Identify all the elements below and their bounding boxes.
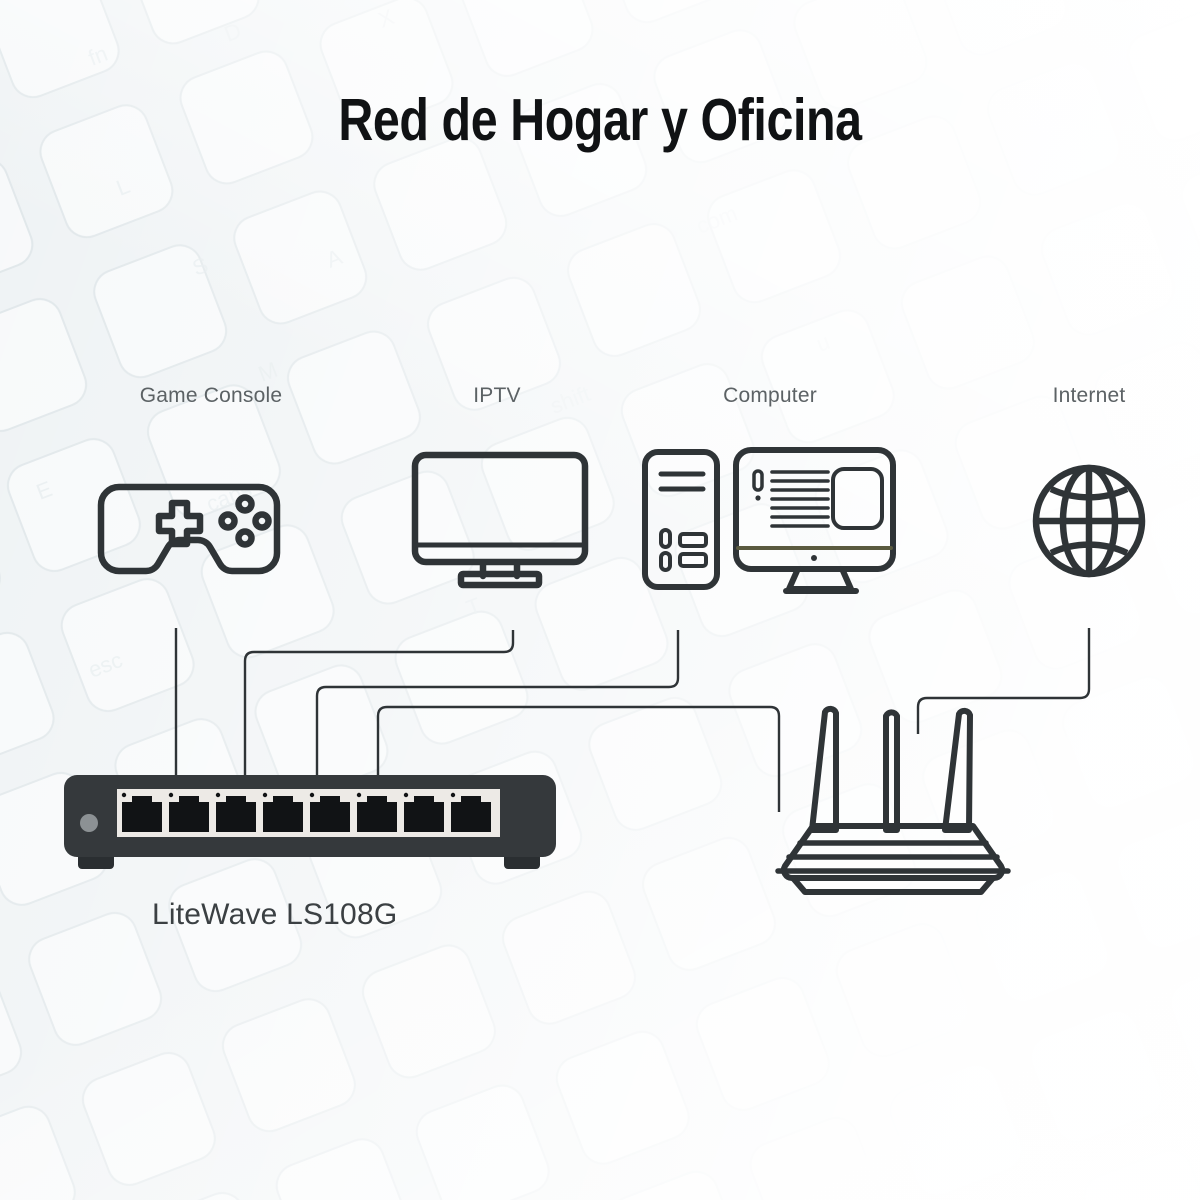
gamepad-button-top	[235, 494, 255, 514]
screen-dot	[755, 495, 761, 501]
tv-base	[457, 570, 543, 589]
router-vents	[775, 840, 1011, 874]
device-label-switch: LiteWave LS108G	[152, 898, 398, 931]
desktop-computer-icon	[642, 447, 896, 594]
tv-screen	[411, 451, 589, 566]
link-computer-to-switch	[315, 630, 680, 775]
switch-status-led	[80, 814, 98, 832]
switch-port[interactable]	[450, 792, 491, 832]
tower-vents	[658, 471, 706, 492]
tower-drive-1	[678, 532, 708, 548]
router-antenna-left	[809, 705, 839, 833]
television-icon	[411, 451, 589, 589]
monitor-power-dot	[811, 555, 817, 561]
switch-port[interactable]	[262, 792, 303, 832]
node-label-internet: Internet	[1052, 384, 1126, 407]
switch-port[interactable]	[309, 792, 350, 832]
switch-ports	[121, 792, 491, 832]
monitor-frame	[733, 447, 896, 572]
globe-latitude-lower	[1049, 541, 1129, 556]
screen-indicator	[752, 469, 764, 492]
gamepad-button-left	[218, 511, 238, 531]
globe-meridian-ellipse	[1059, 464, 1119, 578]
wireless-router-icon	[775, 705, 1011, 895]
link-internet-to-router	[916, 628, 1091, 734]
globe-icon	[1032, 464, 1146, 578]
switch-port[interactable]	[356, 792, 397, 832]
gamepad-button-bottom	[235, 528, 255, 548]
page-title: Red de Hogar y Oficina	[338, 87, 862, 153]
tower-indicator-2	[659, 551, 672, 572]
tower-indicator-1	[659, 528, 672, 549]
screen-panel	[831, 467, 884, 530]
node-label-game-console: Game Console	[139, 384, 283, 407]
computer-tower	[642, 449, 720, 590]
link-switch-to-router	[376, 705, 781, 812]
router-antenna-center	[883, 709, 900, 833]
gamepad-icon	[97, 483, 281, 575]
node-label-iptv: IPTV	[473, 384, 521, 407]
router-antenna-right	[942, 707, 973, 833]
gamepad-button-right	[252, 511, 272, 531]
link-iptv-to-switch	[243, 630, 515, 775]
monitor-stand	[786, 568, 854, 592]
router-base	[790, 875, 996, 895]
node-label-computer: Computer	[723, 384, 817, 407]
network-switch-icon	[64, 775, 556, 869]
switch-port[interactable]	[215, 792, 256, 832]
globe-latitude-upper	[1049, 486, 1129, 501]
screen-text-lines	[770, 470, 830, 528]
connection-lines	[174, 628, 1091, 812]
switch-port[interactable]	[403, 792, 444, 832]
tower-drive-2	[678, 552, 708, 568]
gamepad-dpad	[155, 499, 204, 548]
switch-port[interactable]	[121, 792, 162, 832]
switch-port[interactable]	[168, 792, 209, 832]
